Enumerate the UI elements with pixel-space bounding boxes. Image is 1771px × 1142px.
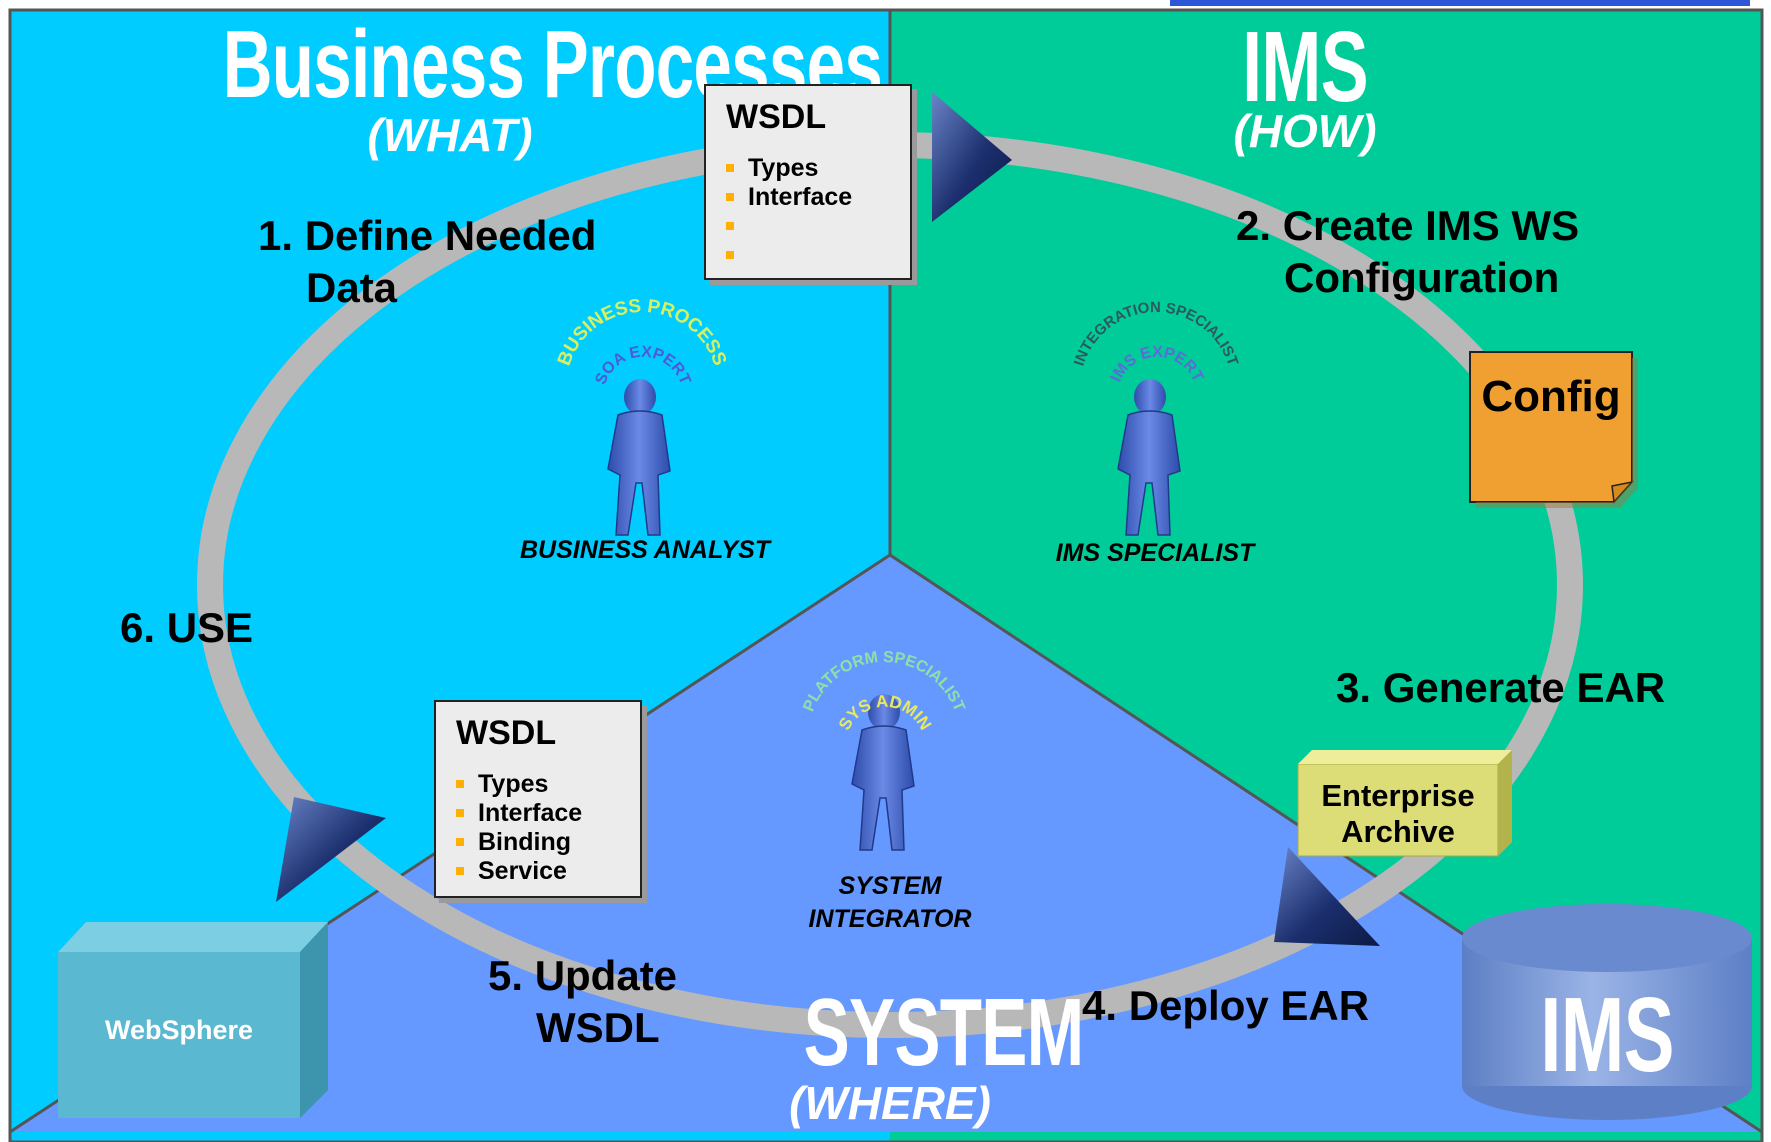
person-ims-specialist [1117,379,1181,536]
wsdl-document-top: WSDL Types Interface [704,84,912,280]
top-banner-fragment [1170,0,1750,6]
step-2-line-1: 2. Create IMS WS [1236,202,1580,249]
wsdl-bottom-item: Interface [456,799,582,828]
step-2-line-2: Configuration [1284,254,1560,301]
step-3-generate-ear: 3. Generate EAR [1336,664,1666,711]
step-5-line-2: WSDL [536,1004,660,1051]
step-1-line-2: Data [306,264,398,311]
websphere-label: WebSphere [104,1015,254,1045]
ear-label: Enterprise Archive [1298,778,1498,850]
wsdl-bottom-items: Types Interface Binding Service [456,770,582,886]
ear-box [1297,750,1512,857]
ims-specialist-label: IMS SPECIALIST [1055,539,1255,567]
ims-section-subtitle: (HOW) [1233,105,1377,157]
wsdl-top-item [726,241,852,270]
wsdl-document-bottom: WSDL Types Interface Binding Service [434,700,642,898]
step-1-line-1: 1. Define Needed [258,212,597,259]
person-business-analyst [607,379,671,536]
wsdl-top-item: Interface [726,183,852,212]
step-2-create-config: 2. Create IMS WS Configuration [1236,200,1579,304]
wsdl-top-item: Types [726,154,852,183]
ims-cylinder [1462,904,1752,1120]
ear-label-line-1: Enterprise [1321,778,1475,813]
system-integrator-label: SYSTEM INTEGRATOR [770,870,1010,936]
business-section-title: Business Processes [222,11,883,118]
wsdl-bottom-item: Service [456,857,582,886]
ear-label-line-2: Archive [1341,814,1455,849]
config-label: Config [1481,372,1621,421]
step-6-use: 6. USE [120,604,254,651]
step-5-line-1: 5. Update [488,952,678,999]
system-section-title: SYSTEM [803,979,1085,1086]
step-5-update-wsdl: 5. Update WSDL [488,950,677,1054]
wsdl-top-item [726,212,852,241]
websphere-box [58,922,328,1118]
flow-arrow-right [1274,847,1380,946]
wsdl-top-title: WSDL [726,98,827,136]
business-section-subtitle: (WHAT) [367,109,533,161]
flow-arrow-left [276,797,386,902]
business-analyst-label: BUSINESS ANALYST [519,536,771,564]
step-1-define-data: 1. Define Needed Data [258,210,596,314]
wsdl-bottom-title: WSDL [456,714,557,752]
person-system-integrator [851,694,915,851]
system-integrator-line-1: SYSTEM [838,872,942,900]
wsdl-bottom-item: Binding [456,828,582,857]
system-section-subtitle: (WHERE) [789,1077,991,1129]
wsdl-bottom-item: Types [456,770,582,799]
wsdl-top-items: Types Interface [726,154,852,270]
system-region [10,555,1762,1132]
flow-arrow-top [932,92,1012,222]
ims-database-label: IMS [1540,976,1674,1094]
config-note [1469,351,1638,508]
step-4-deploy-ear: 4. Deploy EAR [1082,982,1370,1029]
system-integrator-line-2: INTEGRATOR [808,905,972,933]
ims-section-title: IMS [1242,11,1369,123]
